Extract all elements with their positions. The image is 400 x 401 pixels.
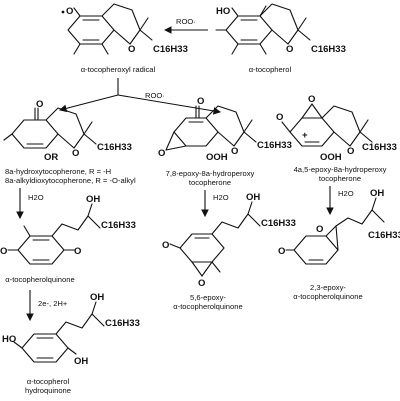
epoxy4a5-label-2: tocopherone: [319, 174, 361, 183]
tocopherone-carbonyl-o: O: [36, 99, 43, 110]
epoxy4a5-carbonyl-o: O: [276, 112, 283, 123]
tocopherol-label: α-tocopherol: [249, 65, 292, 74]
tocopherone-label-1: 8a-hydroxytocopherone, R = -H: [5, 167, 111, 176]
epoxy78-chain: C16H33: [257, 140, 292, 151]
roo-reagent-top: ROO·: [176, 17, 196, 26]
radical-dot: [61, 10, 65, 14]
epoxy23-chain: C16H33: [368, 230, 400, 241]
tocopherolquinone-o-left: O: [0, 246, 7, 257]
epoxy4a5-epoxide-o: O: [308, 94, 315, 105]
branch-left: [58, 94, 119, 113]
tocopherol-ho-group: HO: [216, 6, 230, 17]
water-right: H2O: [338, 189, 354, 198]
hydroquinone-structure: [13, 301, 105, 363]
reduction-reagent: 2e-, 2H+: [38, 299, 68, 308]
epoxy23-label-1: 2,3-epoxy-: [310, 283, 346, 292]
epoxy23-oh: OH: [370, 188, 384, 199]
epoxy78-o-ring: O: [231, 146, 238, 157]
epoxy23-quinone-structure: [285, 197, 385, 265]
tocopherol-o-ring: O: [286, 44, 293, 55]
branch-right: [117, 94, 222, 115]
radical-chain: C16H33: [153, 44, 188, 55]
tocopherone-or-group: OR: [44, 152, 58, 163]
epoxy78-ooh-group: OOH: [206, 152, 228, 163]
epoxy56-chain: C16H33: [261, 218, 296, 229]
tocopherolquinone-label: α-tocopherolquinone: [5, 275, 74, 284]
radical-o-group: O: [66, 6, 73, 17]
tocopherolquinone-structure: [7, 203, 101, 265]
radical-label: α-tocopheroxyl radical: [81, 65, 156, 74]
tocopherolquinone-oh: OH: [86, 194, 100, 205]
epoxy56-o-left: O: [162, 240, 169, 251]
tocopherone-label-2: 8a-alkyldioxytocopherone, R = -O-alkyl: [5, 176, 136, 185]
radical-o-ring: O: [128, 44, 135, 55]
tocopherone-o-ring: O: [72, 148, 79, 159]
hydroquinone-label-2: hydroquinone: [25, 386, 71, 395]
epoxy4a5-structure: [281, 103, 373, 147]
water-left: H2O: [28, 193, 44, 202]
alpha-tocopherol-structure: [215, 3, 311, 55]
hydroquinone-oh: OH: [90, 292, 104, 303]
epoxy56-label-2: α-tocopherolquinone: [173, 302, 242, 311]
hydroquinone-chain: C16H33: [105, 318, 140, 329]
epoxy23-label-2: α-tocopherolquinone: [293, 292, 362, 301]
epoxy56-oh: OH: [246, 192, 260, 203]
tocopherone-chain: C16H33: [97, 142, 132, 153]
roo-reagent-mid: ROO·: [145, 91, 165, 100]
epoxy23-o-left: O: [278, 246, 285, 257]
tocopherol-chain: C16H33: [311, 44, 346, 55]
tocopheroxyl-radical-structure: [67, 3, 153, 55]
epoxy56-quinone-structure: [169, 201, 261, 277]
epoxy78-structure: [165, 105, 257, 151]
epoxy4a5-label-1: 4a,5-epoxy-8a-hydroperoxy: [294, 165, 387, 174]
epoxy78-charge: +: [302, 130, 308, 141]
hydroxytocopherone-structure: [3, 107, 97, 149]
tocopherolquinone-o-right: O: [74, 246, 81, 257]
epoxy78-label-1: 7,8-epoxy-8a-hydroperoxy: [166, 169, 255, 178]
water-mid: H2O: [213, 193, 229, 202]
epoxy56-epoxide-o: O: [198, 278, 205, 289]
epoxy78-carbonyl-o: O: [197, 96, 204, 107]
hydroquinone-ho-top: HO: [2, 334, 16, 345]
hydroquinone-oh-bottom: OH: [74, 356, 88, 367]
epoxy78-epoxide-o: O: [158, 148, 165, 159]
epoxy56-label-1: 5,6-epoxy-: [190, 293, 226, 302]
epoxy23-epoxide-o: O: [316, 224, 323, 235]
epoxy4a5-ooh-group: OOH: [320, 152, 342, 163]
tocopherolquinone-chain: C16H33: [101, 220, 136, 231]
epoxy4a5-chain: C16H33: [362, 142, 397, 153]
epoxy4a5-o-ring: O: [347, 146, 354, 157]
epoxy78-label-2: tocopherone: [189, 178, 231, 187]
hydroquinone-label-1: α-tocopherol: [27, 377, 70, 386]
